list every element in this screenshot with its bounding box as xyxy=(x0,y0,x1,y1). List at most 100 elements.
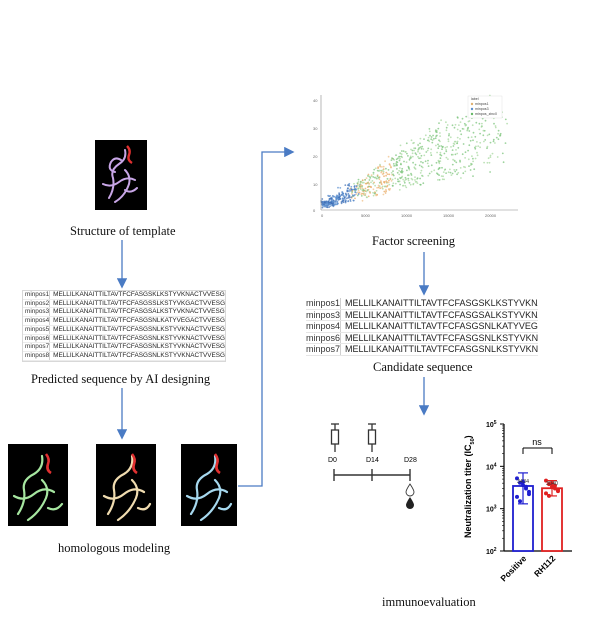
scatter-point xyxy=(396,171,399,174)
scatter-point xyxy=(404,184,407,187)
scatter-point xyxy=(380,183,383,186)
scatter-point xyxy=(403,180,406,183)
scatter-point xyxy=(443,169,446,171)
scatter-point xyxy=(440,145,443,147)
scatter-point xyxy=(429,134,431,137)
scatter-point xyxy=(372,173,375,175)
scatter-point xyxy=(354,193,356,196)
scatter-point xyxy=(440,175,443,177)
scatter-point xyxy=(447,140,450,143)
scatter-point xyxy=(369,192,371,194)
scatter-point xyxy=(397,178,399,181)
scatter-point xyxy=(365,196,368,199)
significance-label: ns xyxy=(532,437,542,447)
scatter-point xyxy=(480,126,483,128)
scatter-point xyxy=(459,160,461,163)
scatter-point xyxy=(437,159,440,162)
scatter-point xyxy=(374,167,377,170)
scatter-point xyxy=(357,193,360,195)
scatter-point xyxy=(372,194,375,197)
scatter-point xyxy=(377,176,380,179)
scatter-point xyxy=(366,189,369,192)
scatter-point xyxy=(359,188,362,191)
scatter-point xyxy=(504,142,507,144)
data-point xyxy=(518,499,522,504)
scatter-point xyxy=(409,183,412,186)
scatter-point xyxy=(336,195,339,198)
scatter-point xyxy=(402,184,405,187)
scatter-point xyxy=(420,169,423,172)
scatter-point xyxy=(497,132,499,135)
scatter-point xyxy=(433,137,435,140)
scatter-point xyxy=(373,192,376,195)
scatter-x-tick: 10000 xyxy=(401,213,413,218)
scatter-point xyxy=(441,146,444,149)
sequence-id: minpos4 xyxy=(306,321,341,332)
scatter-point xyxy=(364,187,367,190)
scatter-point xyxy=(381,169,384,172)
data-point xyxy=(556,487,560,492)
scatter-point xyxy=(439,135,441,137)
scatter-point xyxy=(357,184,359,187)
scatter-point xyxy=(436,134,438,137)
scatter-point xyxy=(419,137,422,140)
scatter-point xyxy=(391,178,394,181)
scatter-point xyxy=(445,150,448,153)
scatter-point xyxy=(469,139,472,142)
scatter-point xyxy=(474,157,477,160)
scatter-y-tick: 20 xyxy=(313,154,318,159)
scatter-point xyxy=(483,140,485,143)
scatter-point xyxy=(479,146,481,149)
scatter-point xyxy=(402,150,405,152)
scatter-point xyxy=(334,201,337,203)
scatter-legend: label minpos1 minpos3 minpos_zinc0 xyxy=(467,95,503,119)
scatter-point xyxy=(417,155,419,158)
scatter-point xyxy=(336,203,339,206)
scatter-point xyxy=(481,122,483,125)
scatter-point xyxy=(407,155,409,157)
scatter-point xyxy=(330,202,333,204)
scatter-point xyxy=(399,177,402,180)
scatter-point xyxy=(464,166,466,169)
scatter-point xyxy=(375,189,378,192)
scatter-point xyxy=(430,148,433,151)
scatter-point xyxy=(466,128,469,131)
scatter-y-tick: 30 xyxy=(313,126,318,131)
scatter-point xyxy=(390,165,392,168)
sequence-id: minpos7 xyxy=(25,343,51,351)
scatter-point xyxy=(438,122,440,124)
scatter-point xyxy=(494,142,496,144)
sequence-text: MELLILKANAITTILTAVTFCFASGSNLKSTYVKNACTVV… xyxy=(53,334,225,342)
timeline-day: D14 xyxy=(366,457,379,464)
scatter-point xyxy=(492,140,495,143)
scatter-point xyxy=(400,171,403,173)
scatter-point xyxy=(468,130,471,132)
scatter-point xyxy=(379,165,382,168)
scatter-point xyxy=(478,128,481,131)
scatter-point xyxy=(357,189,360,192)
legend-item: minpos1 xyxy=(475,102,489,106)
scatter-point xyxy=(406,152,408,155)
scatter-point xyxy=(372,182,375,185)
immunization-timeline: D0 D14 D28 xyxy=(328,423,417,509)
scatter-point xyxy=(483,129,486,132)
scatter-point xyxy=(409,155,412,158)
scatter-point xyxy=(467,149,469,152)
scatter-point xyxy=(462,128,465,130)
scatter-point xyxy=(372,191,374,194)
scatter-point xyxy=(459,121,462,123)
scatter-point xyxy=(376,186,378,189)
scatter-point xyxy=(342,199,345,202)
timeline-day: D0 xyxy=(328,457,337,464)
scatter-point xyxy=(440,119,442,122)
scatter-point xyxy=(388,179,390,182)
scatter-point xyxy=(456,140,459,143)
scatter-point xyxy=(407,179,410,182)
homology-model-blue xyxy=(181,444,237,526)
scatter-point xyxy=(399,152,401,155)
scatter-point xyxy=(445,129,448,132)
data-point xyxy=(553,486,557,491)
template-structure-image xyxy=(95,140,147,210)
